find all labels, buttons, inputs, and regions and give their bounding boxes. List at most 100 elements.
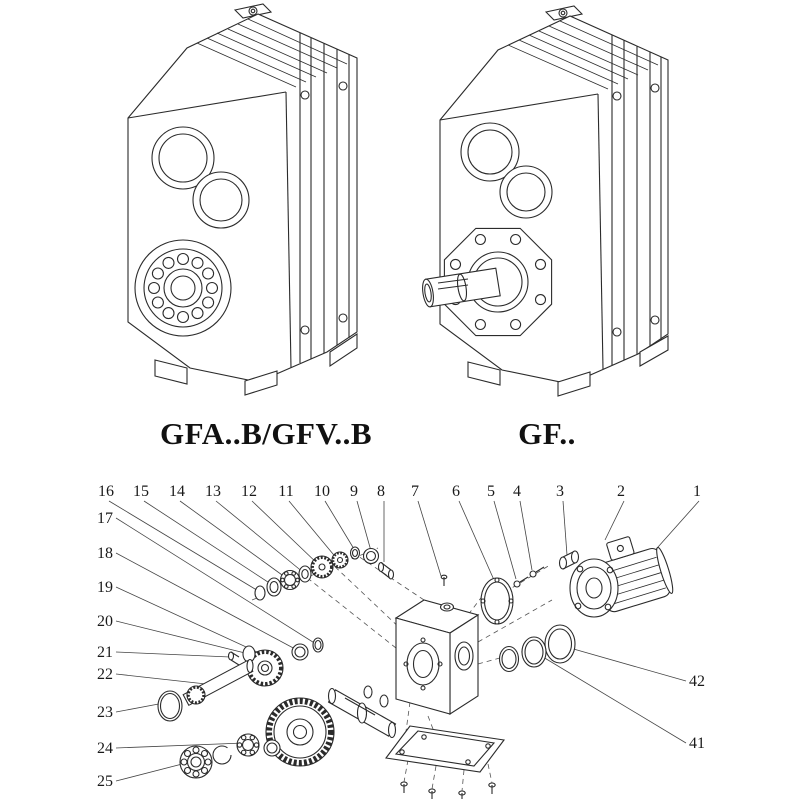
leader-line-23 <box>115 702 165 713</box>
flange-bolt-hole <box>612 91 622 101</box>
seal-ring <box>157 690 183 722</box>
shaft-step <box>456 273 468 302</box>
part-number-42: 42 <box>689 673 705 690</box>
exploded-parts-diagram: 16 15 14 13 12 11 10 9 8 7 6 5 4 3 2 1 1… <box>97 483 705 799</box>
flange-bolt-hole <box>300 325 310 335</box>
leader-lines <box>108 500 700 782</box>
input-bearing-covers <box>460 122 553 219</box>
shaft-sleeve <box>377 561 395 580</box>
input-bearing-covers <box>151 126 250 229</box>
intermediate-shaft-parts <box>157 637 324 722</box>
plate-bolts <box>400 781 496 799</box>
bolt <box>428 788 436 799</box>
leader-line-6 <box>458 500 495 581</box>
model-label-gfab: GFA..B/GFV..B <box>159 416 373 451</box>
retaining-ring <box>254 585 266 601</box>
bolt <box>458 790 466 799</box>
leader-line-20 <box>115 620 250 655</box>
mounting-feet <box>154 332 358 396</box>
part-number-12: 12 <box>241 483 257 500</box>
flange-bolt-hole <box>650 83 660 93</box>
small-bearing <box>236 733 260 757</box>
small-gear <box>310 555 334 579</box>
bolt <box>400 781 408 793</box>
side-bore <box>454 641 474 671</box>
output-bearing-parts <box>179 733 281 779</box>
leader-line-25 <box>115 761 191 782</box>
output-gear-shaft <box>265 687 397 767</box>
part-number-15: 15 <box>133 483 149 500</box>
small-bearing <box>279 569 301 591</box>
part-number-24: 24 <box>97 740 113 757</box>
standoff <box>379 694 389 708</box>
part-number-10: 10 <box>314 483 330 500</box>
part-number-9: 9 <box>350 483 358 500</box>
part-number-8: 8 <box>377 483 385 500</box>
part-number-20: 20 <box>97 613 113 630</box>
spacer-ring <box>298 565 312 583</box>
part-number-23: 23 <box>97 704 113 721</box>
leader-line-4 <box>519 500 533 571</box>
leader-line-21 <box>115 651 231 658</box>
gearbox-drawings <box>127 3 669 397</box>
leader-line-19 <box>115 586 271 659</box>
flange-tower-ribs <box>299 33 350 363</box>
top-boss <box>439 602 455 612</box>
bearing-ring <box>362 547 380 565</box>
part-number-25: 25 <box>97 773 113 790</box>
gearbox-gf-drawing <box>422 5 669 397</box>
pinion-shaft <box>182 658 254 707</box>
ball-bearing <box>179 745 213 779</box>
small-pinion <box>331 551 349 569</box>
leader-line-18 <box>115 552 298 651</box>
keyway <box>344 697 376 716</box>
mounting-feet <box>467 335 669 397</box>
part-number-2: 2 <box>617 483 625 500</box>
leader-line-9 <box>356 500 372 552</box>
washer <box>266 577 282 597</box>
part-number-19: 19 <box>97 579 113 596</box>
leader-line-24 <box>115 742 245 749</box>
leader-line-15 <box>143 500 275 587</box>
keyway <box>437 278 469 284</box>
oil-plug-boss <box>233 3 273 19</box>
part-number-6: 6 <box>452 483 460 500</box>
output-shaft <box>327 687 397 739</box>
flange-bolt-hole <box>300 90 310 100</box>
housing-bolt <box>440 574 448 586</box>
part-number-4: 4 <box>513 483 521 500</box>
gearbox-gfab-drawing <box>127 3 358 396</box>
leader-line-5 <box>493 500 517 580</box>
part-number-22: 22 <box>97 666 113 683</box>
leader-line-12 <box>251 500 321 567</box>
motor-flange <box>569 558 619 618</box>
leader-line-10 <box>324 500 355 550</box>
washer <box>263 739 281 757</box>
cover-plate <box>363 685 505 773</box>
part-number-1: 1 <box>693 483 701 500</box>
flange-bolt-hole <box>338 81 348 91</box>
leader-line-42 <box>562 645 687 682</box>
hollow-shaft-bearing <box>134 239 232 337</box>
part-number-21: 21 <box>97 644 113 661</box>
part-number-16: 16 <box>98 483 114 500</box>
motor <box>569 536 674 618</box>
motor-end-cap <box>656 546 674 594</box>
housing-bore <box>406 642 440 686</box>
model-label-gf: GF.. <box>518 416 576 451</box>
snap-ring <box>212 745 232 765</box>
leader-line-22 <box>115 673 207 685</box>
leader-line-14 <box>179 500 290 581</box>
leader-line-7 <box>417 500 442 577</box>
part-number-11: 11 <box>278 483 293 500</box>
shim-rings <box>498 624 576 673</box>
gasket <box>480 577 514 625</box>
key-pin <box>227 651 240 666</box>
leader-line-3 <box>562 500 568 556</box>
input-coupling <box>558 550 580 570</box>
part-numbers-right: 42 41 <box>689 673 705 752</box>
leader-line-41 <box>537 653 687 744</box>
leader-line-16 <box>108 500 261 593</box>
part-number-5: 5 <box>487 483 495 500</box>
